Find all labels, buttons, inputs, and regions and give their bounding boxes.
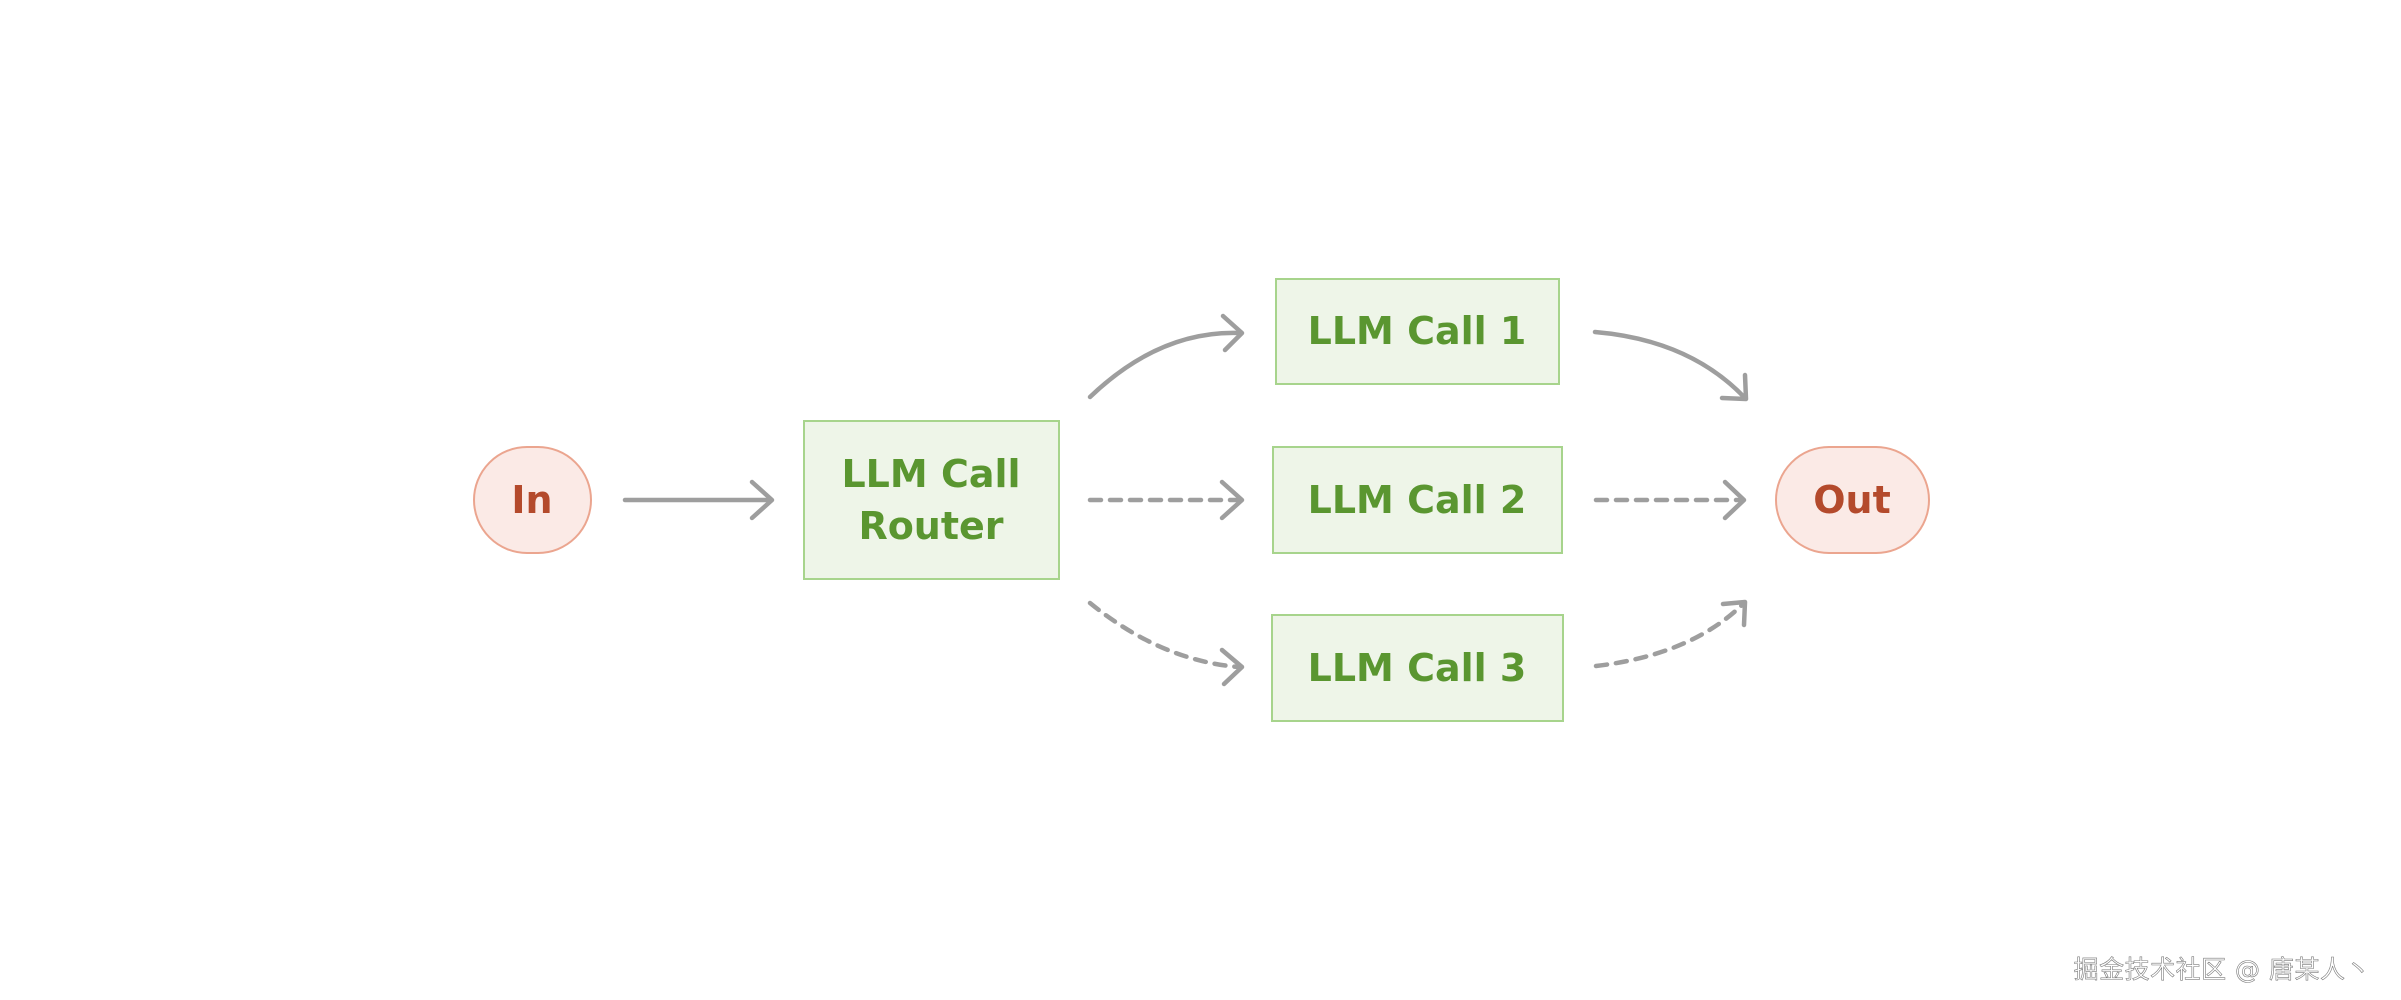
llm-call-1-label: LLM Call 1: [1308, 309, 1527, 353]
arrow-in-to-router: [622, 479, 775, 521]
watermark: 掘金技术社区 @ 唐某人丶: [2073, 955, 2371, 985]
router-label-line-2: Router: [858, 504, 1003, 548]
router-node: LLM Call Router: [803, 420, 1060, 580]
output-node: Out: [1775, 446, 1930, 554]
output-label: Out: [1813, 478, 1891, 522]
arrow-router-to-call-2: [1087, 479, 1245, 521]
arrow-call-1-to-out: [1592, 329, 1749, 402]
arrow-call-3-to-out: [1593, 599, 1748, 669]
llm-call-1-node: LLM Call 1: [1275, 278, 1560, 385]
llm-call-2-node: LLM Call 2: [1272, 446, 1563, 554]
arrow-router-to-call-3: [1087, 600, 1245, 687]
router-label-line-1: LLM Call: [841, 452, 1020, 496]
llm-call-3-node: LLM Call 3: [1271, 614, 1564, 722]
input-node: In: [473, 446, 592, 554]
arrow-router-to-call-1: [1087, 313, 1245, 400]
input-label: In: [511, 478, 552, 522]
llm-call-2-label: LLM Call 2: [1308, 478, 1527, 522]
arrow-call-2-to-out: [1593, 479, 1747, 521]
llm-call-3-label: LLM Call 3: [1308, 646, 1527, 690]
